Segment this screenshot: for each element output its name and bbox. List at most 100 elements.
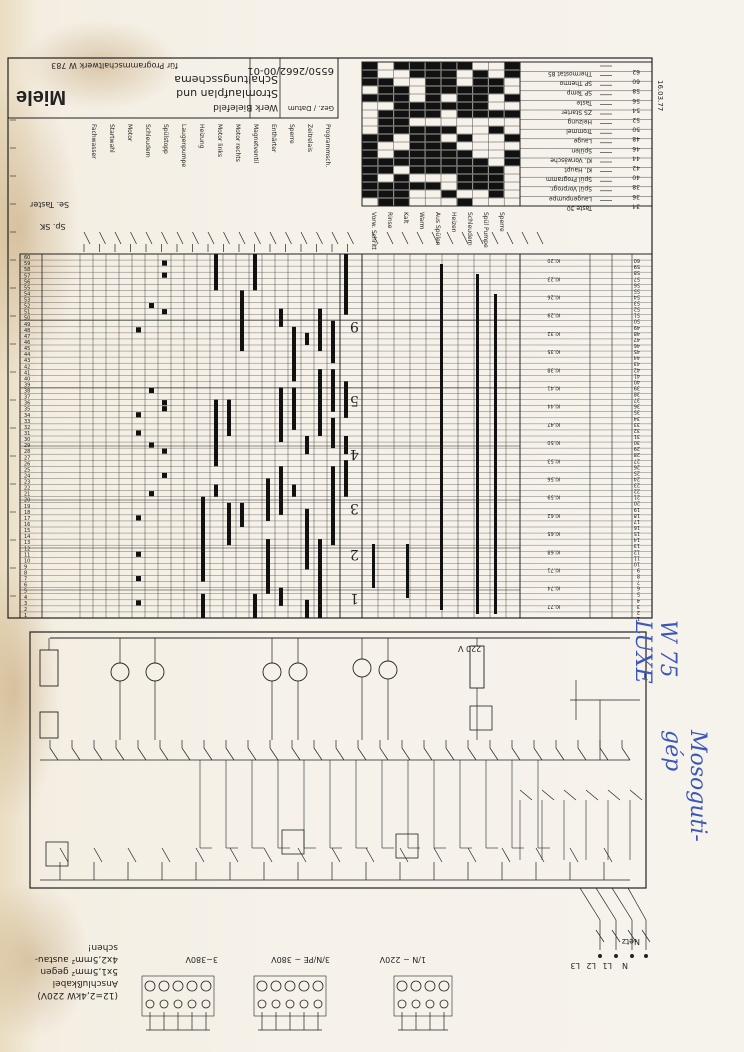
paper-stain: [20, 20, 180, 110]
terminal-block-caption: 3~380V: [185, 955, 218, 964]
contact-bar: [305, 599, 309, 618]
step-label: Kl.56: [547, 475, 560, 481]
contact-bar: [279, 387, 283, 443]
terminal-screw: [270, 980, 282, 992]
row-number: 32: [634, 427, 640, 433]
row-number: 38: [24, 389, 30, 395]
switch-symbol: [563, 789, 577, 801]
switch-symbol: [627, 929, 637, 943]
step-label: Kl.65: [547, 530, 560, 536]
contact-cell: [162, 448, 167, 454]
contact-bar: [406, 544, 409, 598]
legend-number: 46: [632, 145, 640, 152]
program-cell: [378, 198, 394, 206]
legend-label: Taste: [576, 99, 593, 106]
row-number: 43: [634, 360, 640, 366]
relay-box: [281, 829, 305, 855]
row-number: 7: [637, 579, 640, 585]
legend-label: Kl. Vorwäsche: [550, 156, 592, 163]
row-number: 24: [634, 475, 640, 481]
program-cell: [362, 70, 378, 78]
terminal-screw: [173, 999, 183, 1009]
switch-symbol: [401, 231, 409, 245]
terminal-screw: [256, 980, 268, 992]
terminal-screw: [424, 980, 436, 992]
program-cell: [362, 78, 378, 86]
row-number: 52: [24, 304, 30, 310]
legend-number: 52: [632, 116, 640, 123]
switch-symbol: [569, 847, 579, 863]
program-cell: [378, 118, 394, 126]
program-cell: [457, 150, 473, 158]
legend-number: 60: [632, 78, 640, 85]
switch-symbol: [519, 789, 533, 801]
program-cell: [504, 134, 520, 142]
drawn-label: Gez. / Datum: [287, 104, 334, 112]
program-cell: [425, 134, 441, 142]
switch-symbol: [431, 231, 439, 245]
row-number: 38: [634, 391, 640, 397]
program-cell: [394, 126, 409, 134]
program-cell: [441, 62, 457, 70]
terminal-screw: [158, 980, 170, 992]
row-number: 29: [634, 445, 640, 451]
column-heading: Sperre: [288, 124, 295, 144]
note-line: (12=2,4kW 220V): [37, 990, 118, 1000]
legend-label: Lauge: [573, 137, 592, 144]
row-number: 20: [24, 498, 30, 504]
row-number: 51: [634, 312, 640, 318]
switch-symbol: [254, 231, 261, 245]
switch-symbol: [595, 929, 605, 943]
contact-cell: [136, 327, 141, 333]
terminal-dot: [614, 954, 618, 958]
step-label: Kl.44: [547, 403, 560, 409]
contact-bar: [266, 539, 270, 594]
contact-cell: [162, 260, 167, 266]
legend-number: 54: [632, 106, 640, 113]
program-cell: [362, 94, 378, 102]
relay-box: [395, 833, 419, 859]
program-cell: [425, 94, 441, 102]
column-heading: Vorw. Schritt: [370, 212, 377, 250]
program-cell: [441, 78, 457, 86]
row-number: 47: [634, 336, 640, 342]
switch-symbol: [203, 747, 213, 761]
contact-bar: [318, 308, 322, 352]
row-number: 22: [634, 488, 640, 494]
row-number: 58: [634, 269, 640, 275]
program-cell: [409, 126, 425, 134]
contact-bar: [253, 593, 257, 606]
contact-cell: [149, 442, 154, 448]
switch-symbol: [247, 747, 257, 761]
switch-symbol: [521, 231, 529, 245]
switch-symbol: [599, 747, 609, 761]
model-line: für Programmschaltwerk W 783: [51, 61, 178, 70]
voltage-label: 220 V: [458, 644, 482, 653]
program-cell: [457, 110, 473, 118]
program-cell: [425, 150, 441, 158]
column-heading: Rinse: [386, 212, 393, 229]
corner-left-label-b: Sp. SK: [40, 222, 66, 231]
program-cell: [362, 142, 378, 150]
program-cell: [378, 158, 394, 166]
contact-bar: [279, 466, 283, 515]
row-number: 10: [634, 560, 640, 566]
row-number: 20: [634, 500, 640, 506]
program-cell: [394, 150, 409, 158]
row-number: 17: [24, 516, 30, 522]
row-number: 12: [634, 548, 640, 554]
row-number: 16: [634, 524, 640, 530]
switch-symbol: [181, 747, 191, 761]
contact-bar: [331, 369, 335, 412]
motor-symbol: [262, 662, 282, 682]
row-number: 22: [24, 486, 30, 492]
row-number: 50: [634, 318, 640, 324]
row-number: 21: [634, 494, 640, 500]
corner-code: 16.03.77: [656, 80, 664, 112]
program-cell: [441, 142, 457, 150]
switch-symbol: [145, 231, 153, 245]
switch-symbol: [192, 231, 199, 245]
switch-symbol: [467, 747, 477, 761]
switch-symbol: [347, 231, 354, 245]
program-cell: [473, 70, 488, 78]
